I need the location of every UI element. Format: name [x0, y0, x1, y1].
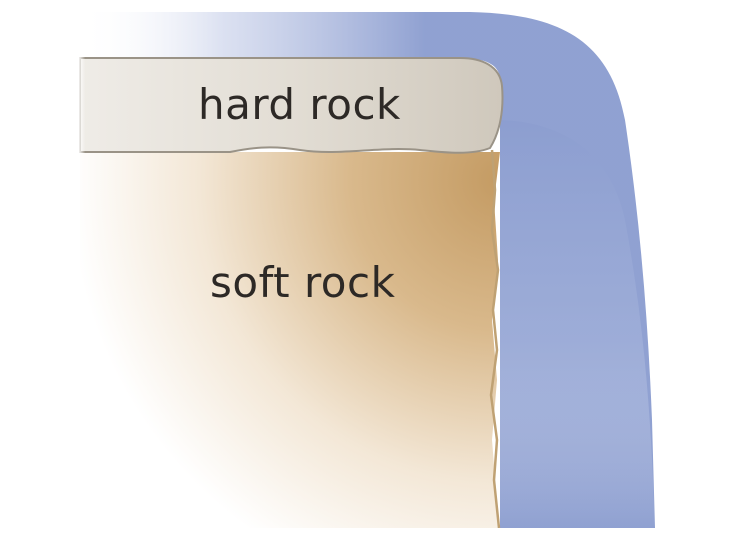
- hard-rock-label: hard rock: [198, 80, 401, 129]
- waterfall-body: [500, 120, 655, 528]
- soft-rock-layer: [80, 152, 500, 528]
- soft-rock-label: soft rock: [210, 258, 396, 307]
- cliff-face-line: [489, 149, 501, 529]
- hard-rock-left-fade: [78, 56, 138, 154]
- hard-rock-layer: [79, 57, 504, 154]
